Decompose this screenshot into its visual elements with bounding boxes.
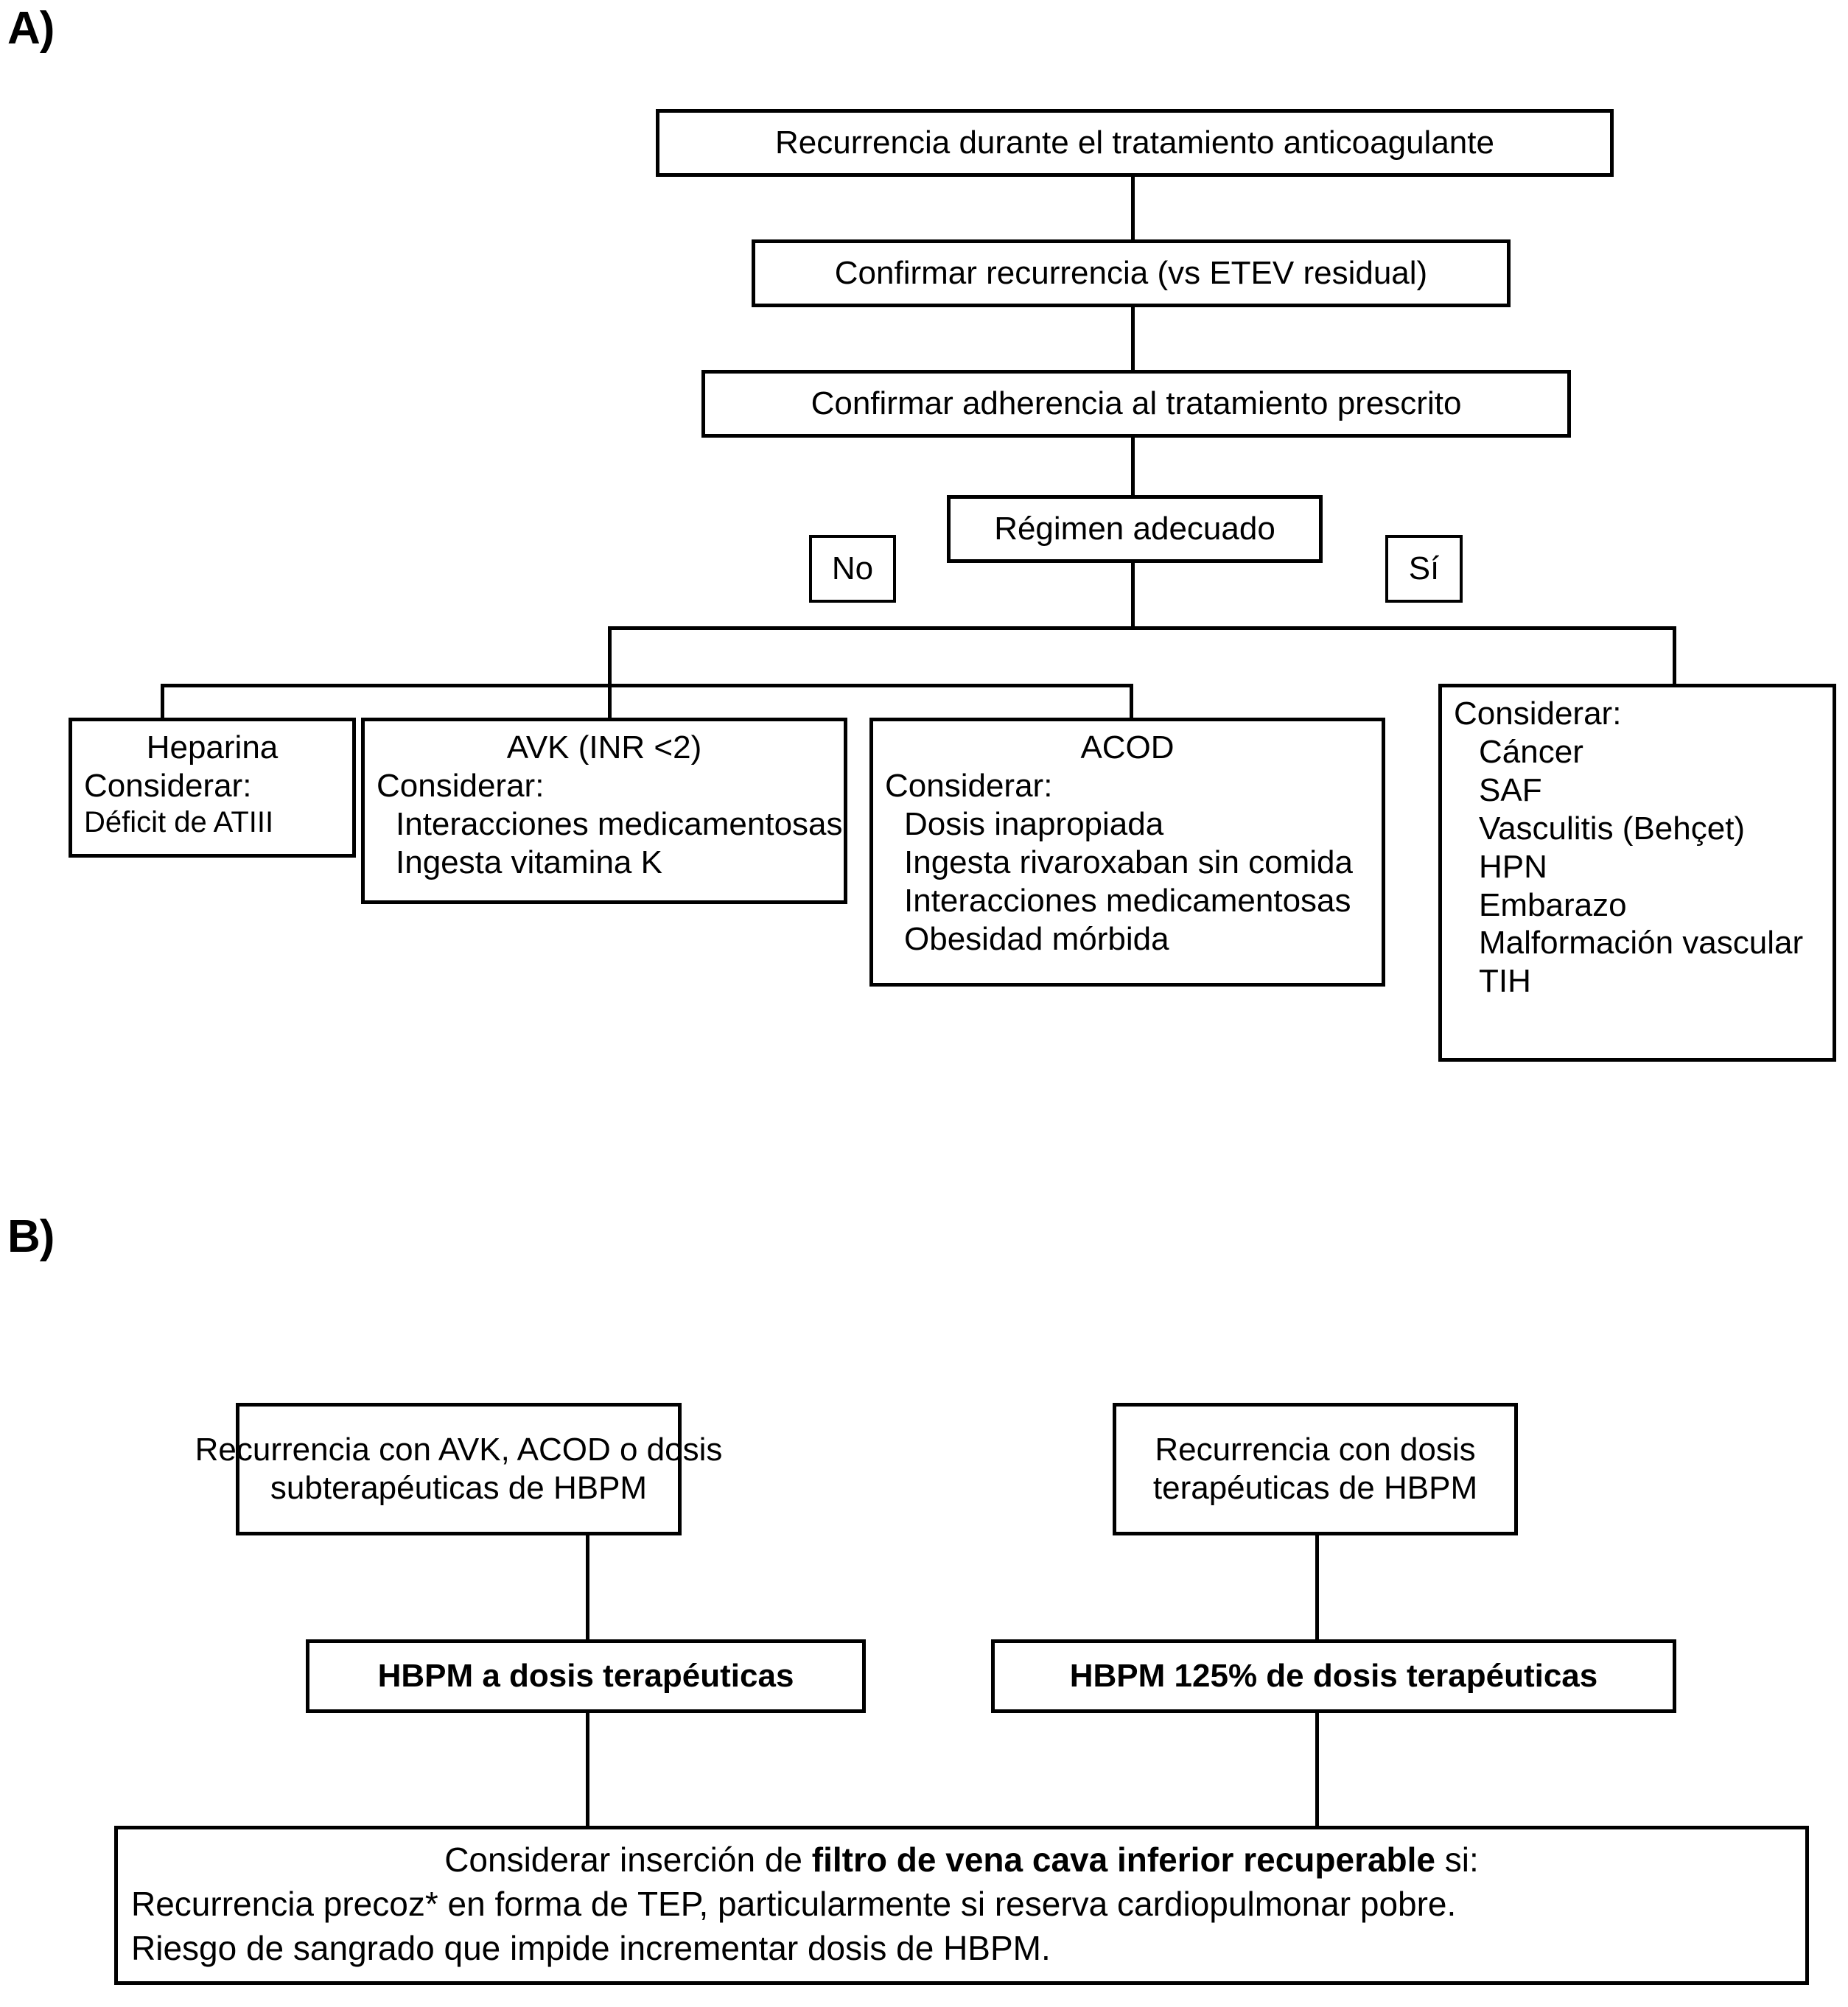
- node-subtitle: Considerar:: [84, 767, 252, 804]
- list-item: Interacciones medicamentosas: [396, 805, 843, 842]
- node-title: Heparina: [146, 729, 279, 766]
- node-recurrencia-avk-acod: Recurrencia con AVK, ACOD o dosis subter…: [195, 1403, 722, 1535]
- list-item: Obesidad mórbida: [904, 920, 1169, 957]
- list-item: Ingesta vitamina K: [396, 844, 662, 880]
- node-recurrencia-durante-tratamiento: Recurrencia durante el tratamiento antic…: [656, 109, 1614, 177]
- node-considerar-filtro-vena-cava: Considerar inserción de filtro de vena c…: [114, 1826, 1809, 1985]
- list-item: Cáncer: [1479, 733, 1583, 770]
- bottom-line-1: Considerar inserción de filtro de vena c…: [131, 1838, 1792, 1882]
- node-label: Recurrencia durante el tratamiento antic…: [775, 125, 1494, 161]
- node-confirmar-adherencia: Confirmar adherencia al tratamiento pres…: [701, 370, 1571, 438]
- node-considerar-causas: Considerar: Cáncer SAF Vasculitis (Behçe…: [1438, 684, 1836, 1062]
- branch-drop-avk: [608, 684, 612, 719]
- branch-label-no: No: [809, 535, 896, 603]
- list-item: Ingesta rivaroxaban sin comida: [904, 844, 1353, 880]
- bottom-line-2: Recurrencia precoz* en forma de TEP, par…: [131, 1884, 1457, 1923]
- node-subtitle: Considerar:: [377, 767, 545, 804]
- panel-b-label: B): [7, 1211, 55, 1262]
- list-item: Vasculitis (Behçet): [1479, 810, 1746, 847]
- list-item: Embarazo: [1479, 886, 1627, 923]
- node-regimen-adecuado: Régimen adecuado: [947, 495, 1323, 563]
- list-item: TIH: [1479, 963, 1531, 1000]
- connector-right-top-to-mid: [1315, 1535, 1319, 1653]
- connector-step1-step2: [1131, 177, 1135, 239]
- bottom-line-1-post: si:: [1435, 1840, 1479, 1879]
- node-hbpm-dosis-terapeuticas: HBPM a dosis terapéuticas: [306, 1639, 866, 1713]
- connector-left-top-to-mid: [586, 1535, 589, 1653]
- bottom-line-1-bold: filtro de vena cava inferior recuperable: [811, 1840, 1436, 1879]
- node-heparina: Heparina Considerar: Déficit de ATIII: [69, 718, 356, 858]
- list-item: Déficit de ATIII: [84, 805, 274, 838]
- node-acod: ACOD Considerar: Dosis inapropiada Inges…: [869, 718, 1385, 987]
- node-line-1: Recurrencia con AVK, ACOD o dosis: [195, 1432, 723, 1468]
- node-title: AVK (INR <2): [506, 729, 702, 766]
- connector-step3-decision: [1131, 438, 1135, 500]
- node-recurrencia-hbpm-terapeutica: Recurrencia con dosis terapéuticas de HB…: [1113, 1403, 1518, 1535]
- node-label: Régimen adecuado: [994, 511, 1275, 547]
- branch-drop-right: [1673, 626, 1676, 684]
- connector-decision-down: [1131, 563, 1135, 628]
- connector-step2-step3: [1131, 307, 1135, 370]
- node-line-1: Recurrencia con dosis: [1155, 1432, 1476, 1468]
- node-list: Cáncer SAF Vasculitis (Behçet) HPN Embar…: [1454, 733, 1821, 1001]
- list-item: SAF: [1479, 771, 1542, 808]
- branch-bar-level2: [161, 684, 1133, 687]
- node-subtitle: Considerar:: [885, 767, 1053, 804]
- list-item: HPN: [1479, 848, 1547, 885]
- node-label: HBPM 125% de dosis terapéuticas: [1069, 1658, 1598, 1695]
- connector-left-mid-to-bottom: [586, 1713, 589, 1827]
- node-hbpm-125-dosis-terapeuticas: HBPM 125% de dosis terapéuticas: [991, 1639, 1676, 1713]
- node-text: Recurrencia con dosis terapéuticas de HB…: [1153, 1431, 1477, 1507]
- branch-drop-left: [608, 626, 612, 686]
- node-text: Recurrencia con AVK, ACOD o dosis subter…: [195, 1431, 723, 1507]
- branch-label-si: Sí: [1385, 535, 1463, 603]
- branch-drop-acod: [1130, 684, 1133, 719]
- node-label: Confirmar adherencia al tratamiento pres…: [811, 385, 1462, 422]
- bottom-line-3: Riesgo de sangrado que impide incrementa…: [131, 1928, 1051, 1967]
- connector-right-mid-to-bottom: [1315, 1713, 1319, 1827]
- branch-bar-level1: [608, 626, 1676, 630]
- list-item: Dosis inapropiada: [904, 805, 1164, 842]
- node-label: Confirmar recurrencia (vs ETEV residual): [834, 255, 1428, 292]
- panel-a-label: A): [7, 3, 55, 54]
- node-line-2: terapéuticas de HBPM: [1152, 1470, 1478, 1506]
- list-item: Malformación vascular: [1479, 925, 1804, 962]
- node-line-2: subterapéuticas de HBPM: [270, 1470, 648, 1506]
- bottom-line-1-pre: Considerar inserción de: [444, 1840, 812, 1879]
- node-title: ACOD: [1080, 729, 1175, 766]
- node-list: Dosis inapropiada Ingesta rivaroxaban si…: [885, 805, 1370, 959]
- branch-drop-heparina: [161, 684, 164, 719]
- node-avk: AVK (INR <2) Considerar: Interacciones m…: [361, 718, 847, 904]
- list-item: Interacciones medicamentosas: [904, 882, 1351, 919]
- node-list: Déficit de ATIII: [84, 805, 340, 840]
- node-subtitle: Considerar:: [1454, 696, 1622, 732]
- node-label: HBPM a dosis terapéuticas: [377, 1658, 794, 1695]
- node-list: Interacciones medicamentosas Ingesta vit…: [377, 805, 843, 882]
- node-confirmar-recurrencia: Confirmar recurrencia (vs ETEV residual): [752, 239, 1511, 307]
